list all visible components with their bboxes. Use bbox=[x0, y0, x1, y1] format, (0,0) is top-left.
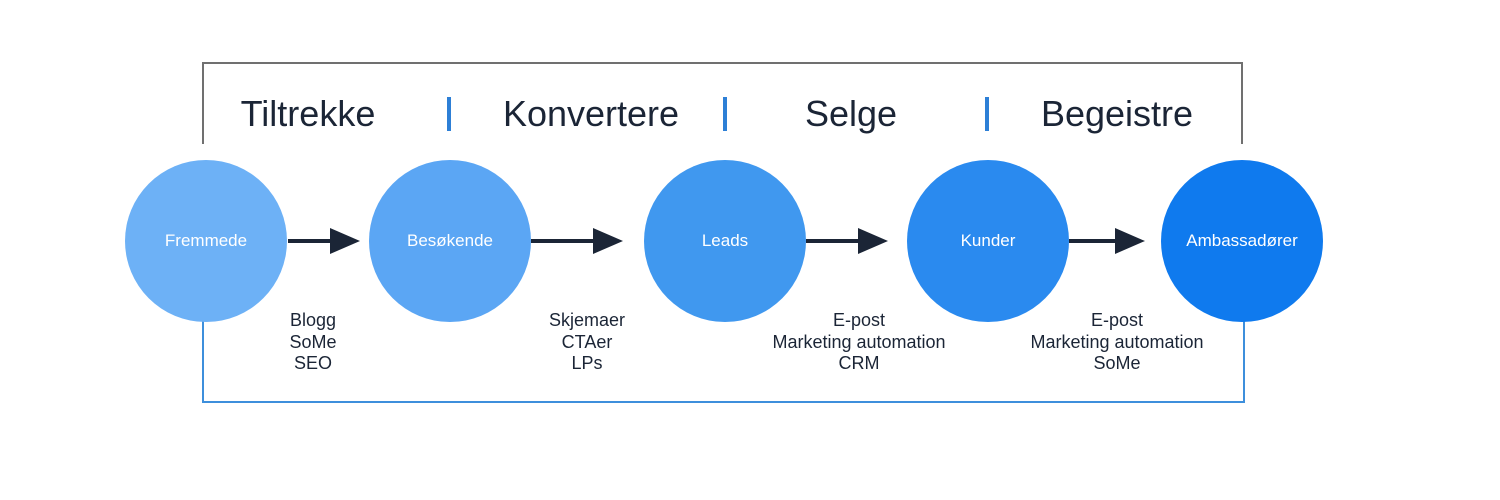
node-fremmede: Fremmede bbox=[125, 160, 287, 322]
arrow-right-icon bbox=[806, 228, 888, 254]
channel-item: CRM bbox=[838, 353, 880, 373]
channel-frame bbox=[202, 320, 1245, 403]
arrow-right-icon bbox=[531, 228, 623, 254]
stage-separator bbox=[447, 97, 451, 131]
channel-list-selge: E-post Marketing automation CRM bbox=[729, 310, 989, 375]
stage-tiltrekke: Tiltrekke bbox=[240, 93, 376, 134]
stage-begeistre: Begeistre bbox=[1040, 93, 1194, 134]
channel-item: SoMe bbox=[1093, 353, 1141, 373]
arrow-right-icon bbox=[288, 228, 360, 254]
channel-item: LPs bbox=[571, 353, 603, 373]
channel-item: Marketing automation bbox=[772, 331, 946, 352]
stage-konvertere: Konvertere bbox=[502, 93, 680, 134]
channel-item: E-post bbox=[1090, 310, 1144, 330]
channel-item: SEO bbox=[293, 353, 332, 373]
channel-item: Blogg bbox=[289, 310, 337, 330]
stage-frame bbox=[202, 62, 1243, 144]
channel-item: Marketing automation bbox=[1030, 331, 1204, 352]
node-leads: Leads bbox=[644, 160, 806, 322]
channel-list-konvertere: Skjemaer CTAer LPs bbox=[457, 310, 717, 375]
node-besokende: Besøkende bbox=[369, 160, 531, 322]
channel-item: CTAer bbox=[561, 331, 613, 352]
channel-item: Skjemaer bbox=[548, 310, 626, 330]
channel-list-tiltrekke: Blogg SoMe SEO bbox=[183, 310, 443, 375]
channel-list-begeistre: E-post Marketing automation SoMe bbox=[987, 310, 1247, 375]
stage-selge: Selge bbox=[804, 93, 898, 134]
channel-item: SoMe bbox=[289, 331, 337, 352]
arrow-right-icon bbox=[1069, 228, 1145, 254]
stage-separator bbox=[723, 97, 727, 131]
node-ambassadorer: Ambassadører bbox=[1161, 160, 1323, 322]
stage-separator bbox=[985, 97, 989, 131]
channel-item: E-post bbox=[832, 310, 886, 330]
node-kunder: Kunder bbox=[907, 160, 1069, 322]
